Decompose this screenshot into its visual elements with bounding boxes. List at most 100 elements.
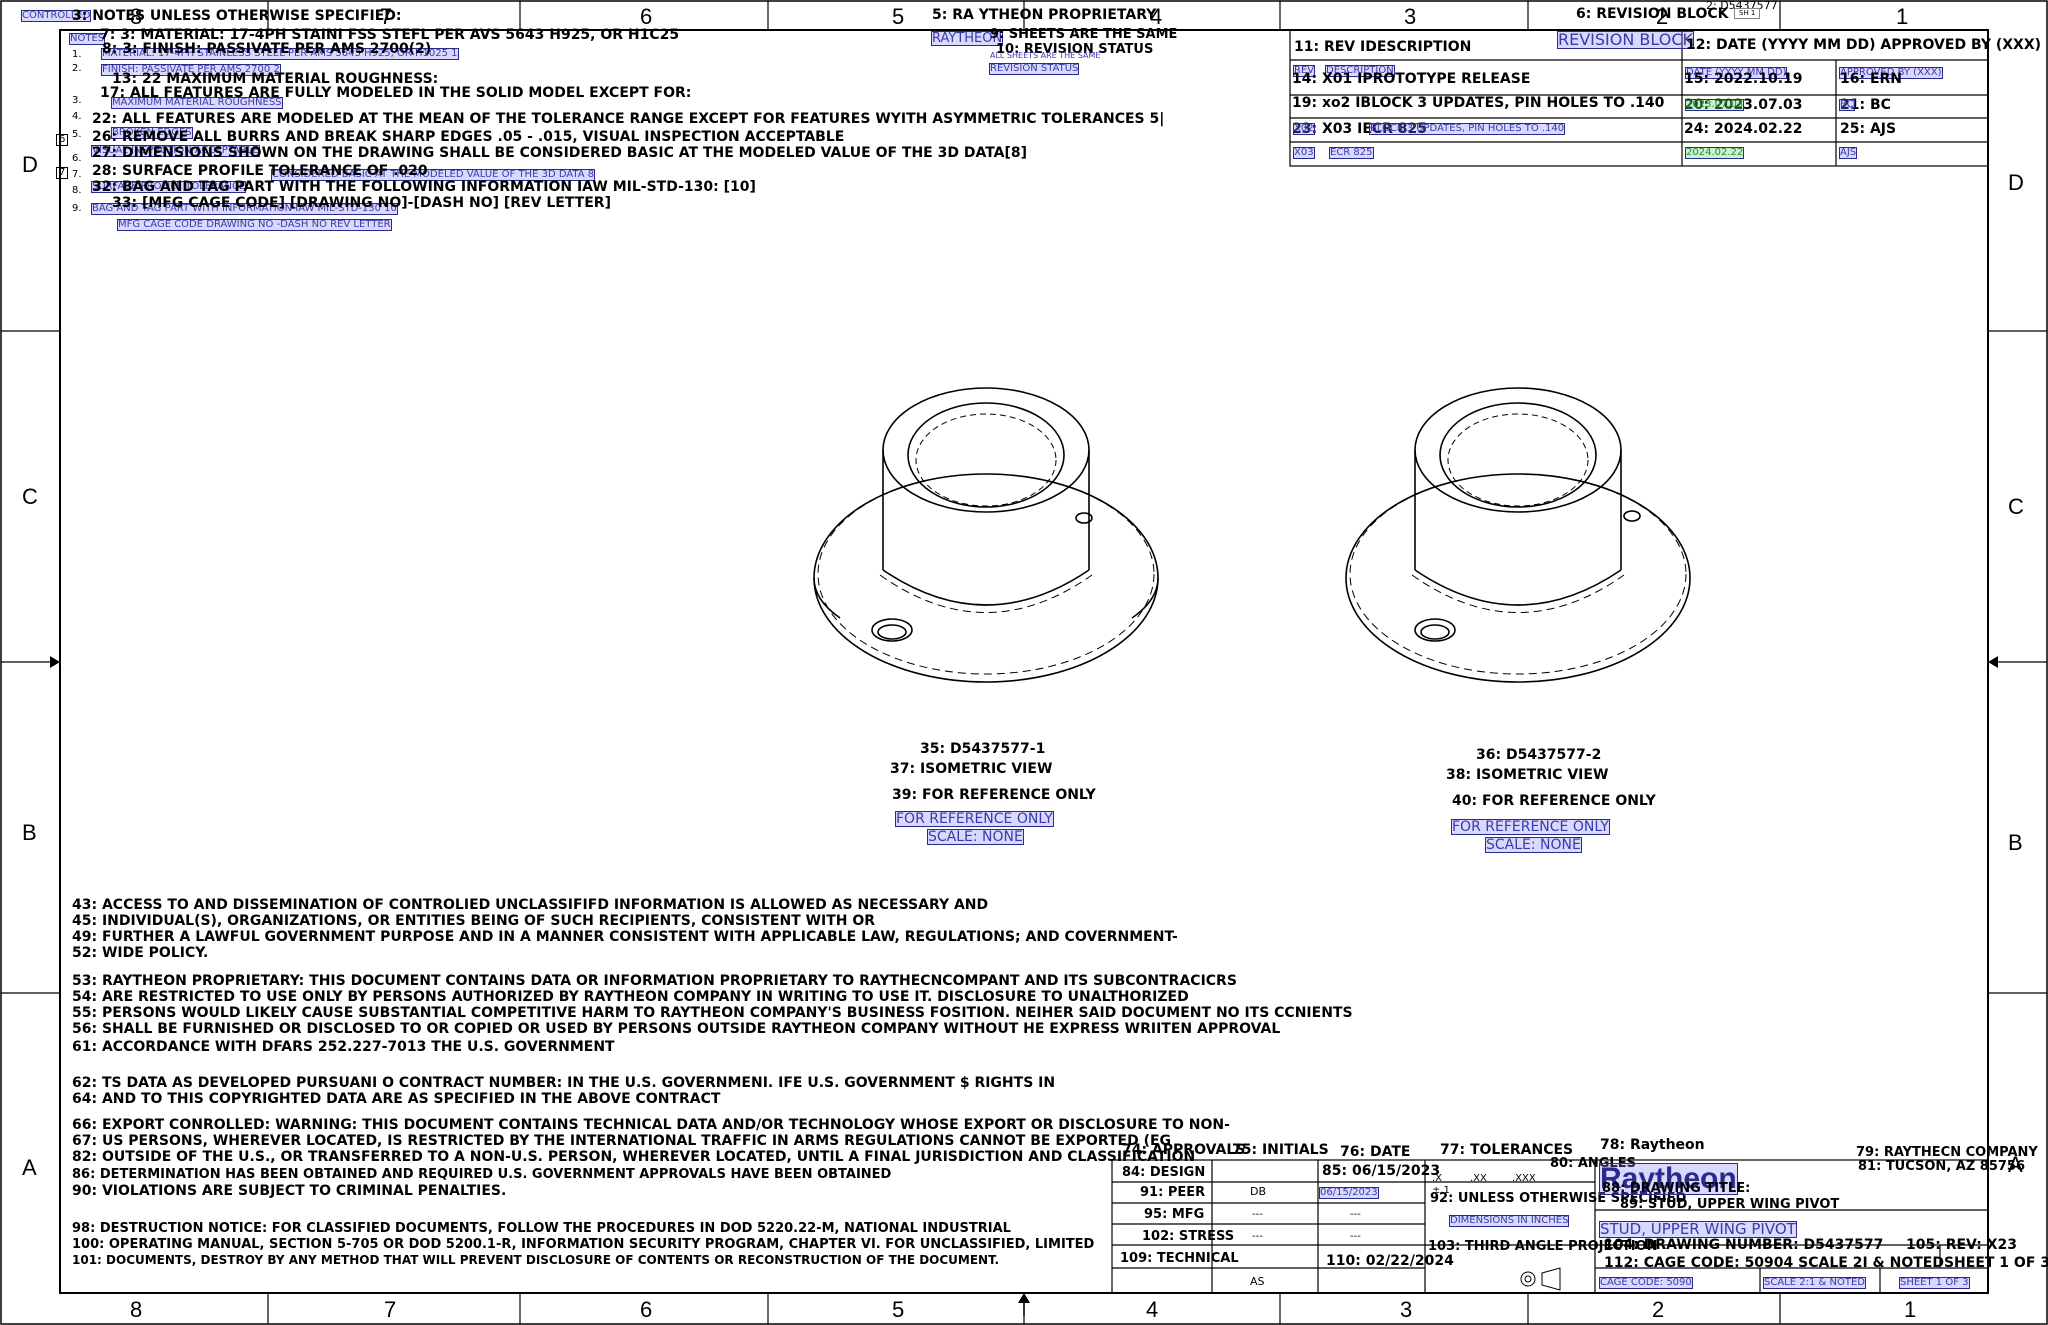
note-2-num: 2. — [72, 63, 82, 74]
zone-top-4: 4 — [1150, 4, 1163, 29]
note-3: 13: 22 MAXIMUM MATERIAL ROUGHNESS: — [112, 71, 439, 87]
sheets-same: 9: SHEETS ARE THE SAME — [990, 27, 1178, 42]
note-4-small: BROKEN EDGES — [111, 127, 193, 139]
notes-title: 3: NOTES UNLESS OTHERWISE SPECIFIED: — [72, 8, 402, 24]
tb-tol-xxx: .XXX — [1512, 1173, 1536, 1184]
zone-top-3: 3 — [1404, 4, 1417, 29]
view-1-reference-small: FOR REFERENCE ONLY — [895, 811, 1054, 827]
isometric-view-1-drawing — [813, 387, 1159, 683]
note-6-small: VISUAL INSPECTION ACCEPTABLE — [91, 145, 260, 157]
note-9-num: 9. — [72, 203, 82, 214]
rev-small-header-approved: APPROVED BY (XXX) — [1839, 67, 1943, 79]
zone-bottom-6: 6 — [640, 1297, 653, 1322]
legal-line-1: 43: ACCESS TO AND DISSEMINATION OF CONTR… — [72, 897, 989, 913]
zone-right-a: A — [2008, 1152, 2023, 1177]
tb-angles-label: 80: ANGLES — [1550, 1156, 1636, 1171]
rev-small-row-2-approved: BC — [1839, 99, 1855, 111]
proprietary-title: 5: RA YTHEON PROPRIETARY — [932, 7, 1157, 23]
tb-cage-small: CAGE CODE: 5090 — [1599, 1277, 1693, 1289]
rev-header-date: 12: DATE (YYYY MM DD) APPROVED BY (XXX) — [1686, 37, 2042, 53]
zone-bottom-3: 3 — [1400, 1297, 1413, 1322]
tb-unless-otherwise: 92: UNLESS OTHERWISE SPECIFIED — [1430, 1191, 1687, 1206]
zone-bottom-1: 1 — [1904, 1297, 1917, 1322]
note-8-num: 8. — [72, 185, 82, 196]
tb-row-design-date: 85: 06/15/2023 — [1322, 1163, 1441, 1179]
rev-row-1-desc: 14: X01 IPROTOTYPE RELEASE — [1292, 71, 1531, 87]
rev-row-3-date: 24: 2024.02.22 — [1684, 121, 1803, 137]
zone-top-5: 5 — [892, 4, 905, 29]
zone-bottom-2: 2 — [1652, 1297, 1665, 1322]
legal-line-8: 56: SHALL BE FURNISHED OR DISCLOSED TO O… — [72, 1021, 1281, 1037]
zone-left-a: A — [22, 1155, 37, 1180]
tb-date-label: 76: DATE — [1340, 1144, 1411, 1160]
legal-line-18: 100: OPERATING MANUAL, SECTION 5-705 OR … — [72, 1237, 1095, 1252]
sheet-small-tag: SH 1 — [1734, 8, 1761, 19]
zone-bottom-7: 7 — [384, 1297, 397, 1322]
tb-company: 79: RAYTHECN COMPANY — [1856, 1145, 2038, 1160]
view-1-scale: SCALE: NONE — [927, 829, 1024, 845]
zone-right-b: B — [2008, 830, 2023, 855]
tb-initials-label: 75: INITIALS — [1232, 1142, 1329, 1158]
rev-small-header-desc: DESCRIPTION — [1325, 65, 1395, 77]
view-1-reference: 39: FOR REFERENCE ONLY — [892, 787, 1096, 803]
note-5-num: 5. — [72, 129, 82, 140]
tb-row-technical-date: 110: 02/22/2024 — [1326, 1253, 1454, 1269]
note-7-small: CONSIDERED BASIC AT THE MODELED VALUE OF… — [270, 169, 596, 181]
zone-top-1: 1 — [1896, 4, 1909, 29]
rev-row-1-approved: 16: ERN — [1840, 71, 1903, 87]
view-2-reference: 40: FOR REFERENCE ONLY — [1452, 793, 1656, 809]
note-7: 27: DIMENSIONS SHOWN ON THE DRAWING SHAL… — [92, 145, 1028, 161]
tb-row-stress-role: 102: STRESS — [1142, 1229, 1235, 1244]
all-sheets-small: ALL SHEETS ARE THE SAME — [990, 51, 1101, 60]
tb-row-mfg-role: 95: MFG — [1144, 1207, 1205, 1222]
note-5: 22: ALL FEATURES ARE MODELED AT THE MEAN… — [92, 111, 1165, 127]
tb-dims-inches: DIMENSIONS IN INCHES — [1448, 1215, 1570, 1227]
rev-small-row-3-desc: ECR 825 — [1329, 147, 1374, 159]
note-1-small: MATERIAL: 17-4PH STAINLESS STEEL PER AMS… — [101, 48, 459, 60]
note-4: 17: ALL FEATURES ARE FULLY MODELED IN TH… — [100, 85, 692, 101]
raytheon-logo: Raytheon — [1599, 1162, 1738, 1195]
tb-row-technical-initials: AS — [1250, 1275, 1265, 1288]
legal-line-5: 53: RAYTHEON PROPRIETARY: THIS DOCUMENT … — [72, 973, 1237, 989]
tb-row-technical-role: 109: TECHNICAL — [1120, 1251, 1239, 1266]
note-8: 28: SURFACE PROFILE TOLERANCE OF .020 — [92, 163, 428, 179]
tb-cage-scale-sheet: 112: CAGE CODE: 50904 SCALE 2I & NOTEDSH… — [1604, 1255, 2048, 1271]
zone-right-d: D — [2008, 170, 2024, 195]
rev-header-description: 11: REV IDESCRIPTION — [1294, 39, 1472, 55]
rev-small-header-rev: REV — [1292, 65, 1316, 77]
zone-left-d: D — [22, 152, 38, 177]
notes-small-label: NOTES — [68, 33, 106, 45]
rev-small-row-2-desc: BLOCK 3 UPDATES, PIN HOLES TO .140 — [1368, 123, 1566, 135]
legal-line-12: 66: EXPORT CONROLLED: WARNING: THIS DOCU… — [72, 1117, 1230, 1133]
legal-line-14: 82: OUTSIDE OF THE U.S., OR TRANSFERRED … — [72, 1149, 1196, 1165]
legal-line-7: 55: PERSONS WOULD LIKELY CAUSE SUBSTANTI… — [72, 1005, 1353, 1021]
zone-top-7: 7 — [380, 4, 393, 29]
tb-drawing-title-label: 88: DRAWING TITLE: — [1602, 1181, 1751, 1196]
tb-rev: 105: REV: X23 — [1906, 1237, 2017, 1253]
tb-tol-x-value: ±.1 — [1432, 1185, 1450, 1196]
view-2-scale: SCALE: NONE — [1485, 837, 1582, 853]
note-tag-6: 6 — [56, 134, 69, 146]
zone-top-6: 6 — [640, 4, 653, 29]
zone-bottom-4: 4 — [1146, 1297, 1159, 1322]
note-1-num: 1. — [72, 49, 82, 60]
note-tag-7: 7 — [56, 167, 69, 179]
revision-status: 10: REVISION STATUS — [996, 42, 1154, 57]
tb-drawing-title-full: 89: STUD, UPPER WING PIVOT — [1620, 1197, 1840, 1212]
note-2-small: FINISH: PASSIVATE PER AMS 2700 2 — [101, 64, 281, 76]
note-3-small: MAXIMUM MATERIAL ROUGHNESS — [111, 97, 283, 109]
tb-tolerances-label: 77: TOLERANCES — [1440, 1142, 1574, 1158]
third-angle-symbol-icon — [1520, 1267, 1561, 1291]
legal-line-17: 98: DESTRUCTION NOTICE: FOR CLASSIFIED D… — [72, 1221, 1011, 1236]
note-7-num: 7. — [72, 169, 82, 180]
tb-third-angle: 103: THIRD ANGLE PROJECTION — [1428, 1239, 1658, 1254]
zone-bottom-5: 5 — [892, 1297, 905, 1322]
zone-top-8: 8 — [130, 4, 143, 29]
note-10: 33: [MFG CAGE CODE] [DRAWING NO]-[DASH N… — [112, 195, 611, 211]
note-9: 32: BAG AND TAG PART WITH THE FOLLOWING … — [92, 179, 756, 195]
legal-line-9: 61: ACCORDANCE WITH DFARS 252.227-7013 T… — [72, 1039, 615, 1055]
view-1-part-number: 35: D5437577-1 — [920, 741, 1046, 757]
zone-top-2: 2 — [1656, 4, 1669, 29]
note-6: 26: REMOVE ALL BURRS AND BREAK SHARP EDG… — [92, 129, 845, 145]
